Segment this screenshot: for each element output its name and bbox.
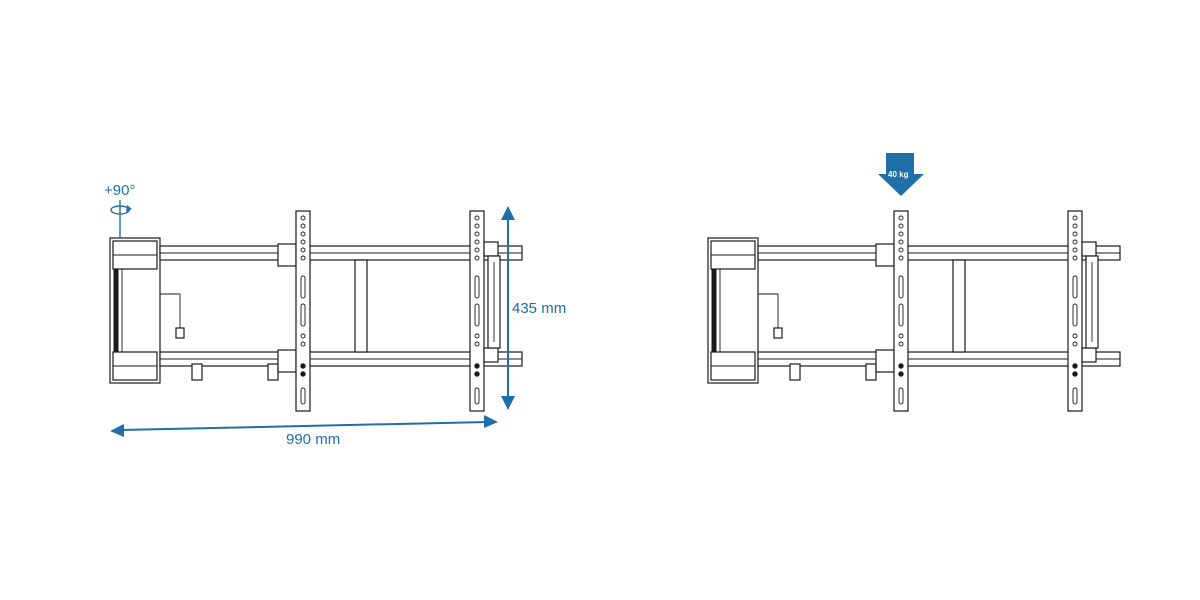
rotation-label: +90°	[104, 182, 135, 199]
rotate-arrow-icon	[110, 200, 132, 238]
down-arrow-icon	[878, 153, 924, 196]
height-dimension-label: 435 mm	[512, 300, 566, 317]
width-dimension-arrow	[110, 415, 498, 437]
mount-drawing-left	[109, 210, 523, 412]
width-dimension-label: 990 mm	[286, 431, 340, 448]
height-dimension-arrow	[501, 206, 515, 410]
load-label: 40 kg	[888, 170, 909, 179]
mount-drawing-right	[707, 210, 1121, 412]
